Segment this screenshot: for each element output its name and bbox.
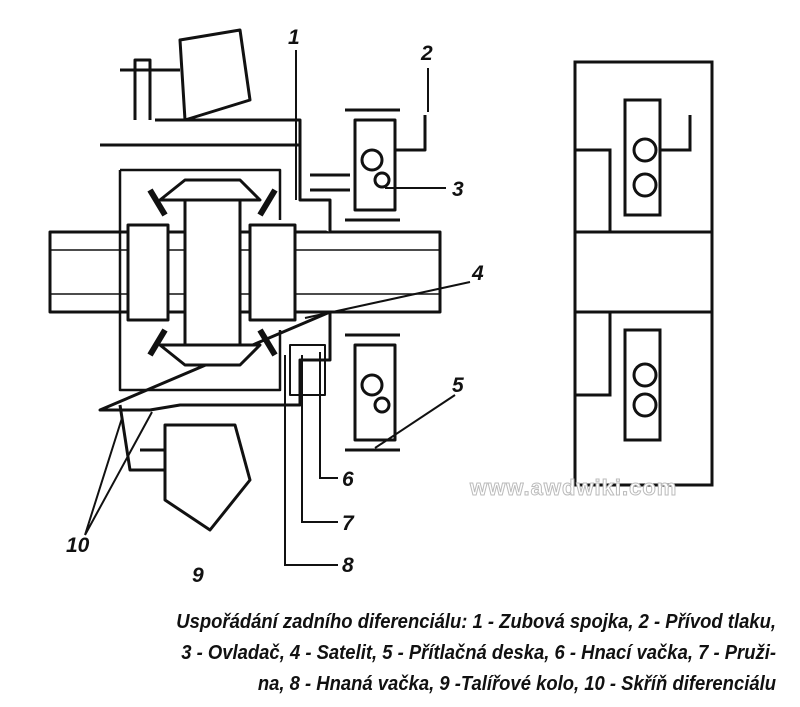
label-3: 3 [452,178,464,201]
ring-gear-bottom [163,423,252,532]
actuator-top [345,108,400,222]
label-6: 6 [342,468,354,491]
label-10: 10 [66,534,90,557]
leader-lines [84,50,471,566]
label-9: 9 [192,564,204,587]
actuator-bottom [345,333,400,452]
side-gear-left [126,223,170,322]
label-1: 1 [288,26,300,49]
label-4: 4 [471,262,484,285]
pressure-inlet [395,115,427,152]
side-gear-right [248,223,297,322]
label-7: 7 [342,512,355,535]
label-2: 2 [420,42,433,65]
label-5: 5 [452,374,464,397]
detail-inset [573,60,714,487]
axle-shaft [48,230,442,314]
caption-line-1: Uspořádání zadního diferenciálu: 1 - Zub… [176,610,776,633]
satellite-gear [158,178,262,367]
caption-line-3: na, 8 - Hnaná vačka, 9 -Talířové kolo, 1… [257,672,776,695]
ring-gear-top [178,28,252,122]
watermark: www.awdwiki.com [469,475,677,500]
figure-caption: Uspořádání zadního diferenciálu: 1 - Zub… [74,606,776,699]
caption-line-2: 3 - Ovladač, 4 - Satelit, 5 - Přítlačná … [181,641,777,664]
label-8: 8 [342,554,354,577]
